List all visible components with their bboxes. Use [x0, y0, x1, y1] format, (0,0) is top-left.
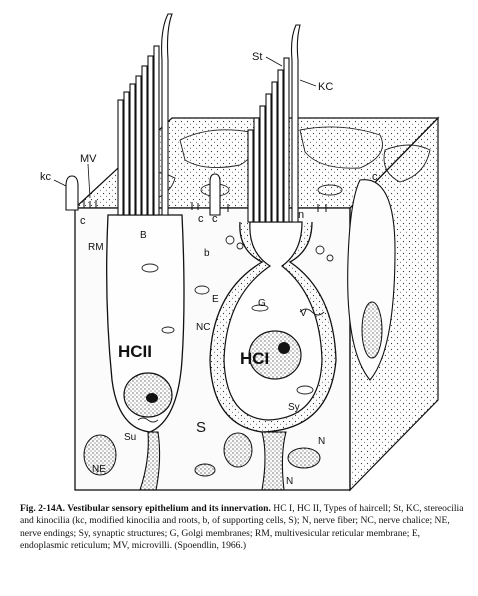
label-g: G: [258, 298, 266, 309]
label-c-3: c: [212, 213, 218, 225]
illustration-svg: St KC MV kc c c c c RM B b n E NC G V HC…: [0, 0, 478, 500]
label-c-2: c: [198, 213, 204, 225]
label-s: S: [196, 419, 206, 436]
label-b: B: [140, 230, 147, 241]
label-b-small: b: [204, 248, 210, 259]
label-nc: NC: [196, 322, 210, 333]
supporting-cell-nucleus: [362, 302, 382, 358]
stereocilia-hc2: [118, 46, 159, 215]
label-mv: MV: [80, 153, 97, 165]
label-st: St: [252, 51, 262, 63]
label-e: E: [212, 294, 219, 305]
label-hc2: HCII: [118, 342, 152, 361]
supporting-kinocilium: [66, 176, 78, 210]
label-rm: RM: [88, 242, 104, 253]
label-v: V: [300, 308, 307, 319]
stereocilia-hc1: [248, 58, 289, 222]
label-c-4: c: [372, 171, 378, 183]
label-kc-top: KC: [318, 81, 333, 93]
label-sy: Sy: [288, 402, 300, 413]
figure-caption: Fig. 2-14A. Vestibular sensory epitheliu…: [20, 503, 468, 553]
label-c-1: c: [80, 215, 86, 227]
label-hc1: HCI: [240, 349, 269, 368]
label-n-1: N: [318, 436, 325, 447]
label-su: Su: [124, 432, 136, 443]
label-kc-left: kc: [40, 171, 52, 183]
epithelium-illustration: St KC MV kc c c c c RM B b n E NC G V HC…: [0, 0, 478, 500]
label-ne: NE: [92, 464, 106, 475]
supporting-kinocilium-2: [210, 174, 220, 215]
label-n-2: N: [286, 476, 293, 487]
caption-lead: Fig. 2-14A. Vestibular sensory epitheliu…: [20, 503, 271, 514]
hc2-nucleolus: [146, 393, 158, 403]
label-n-mid: n: [298, 209, 304, 221]
hc1-nucleolus: [278, 342, 290, 354]
